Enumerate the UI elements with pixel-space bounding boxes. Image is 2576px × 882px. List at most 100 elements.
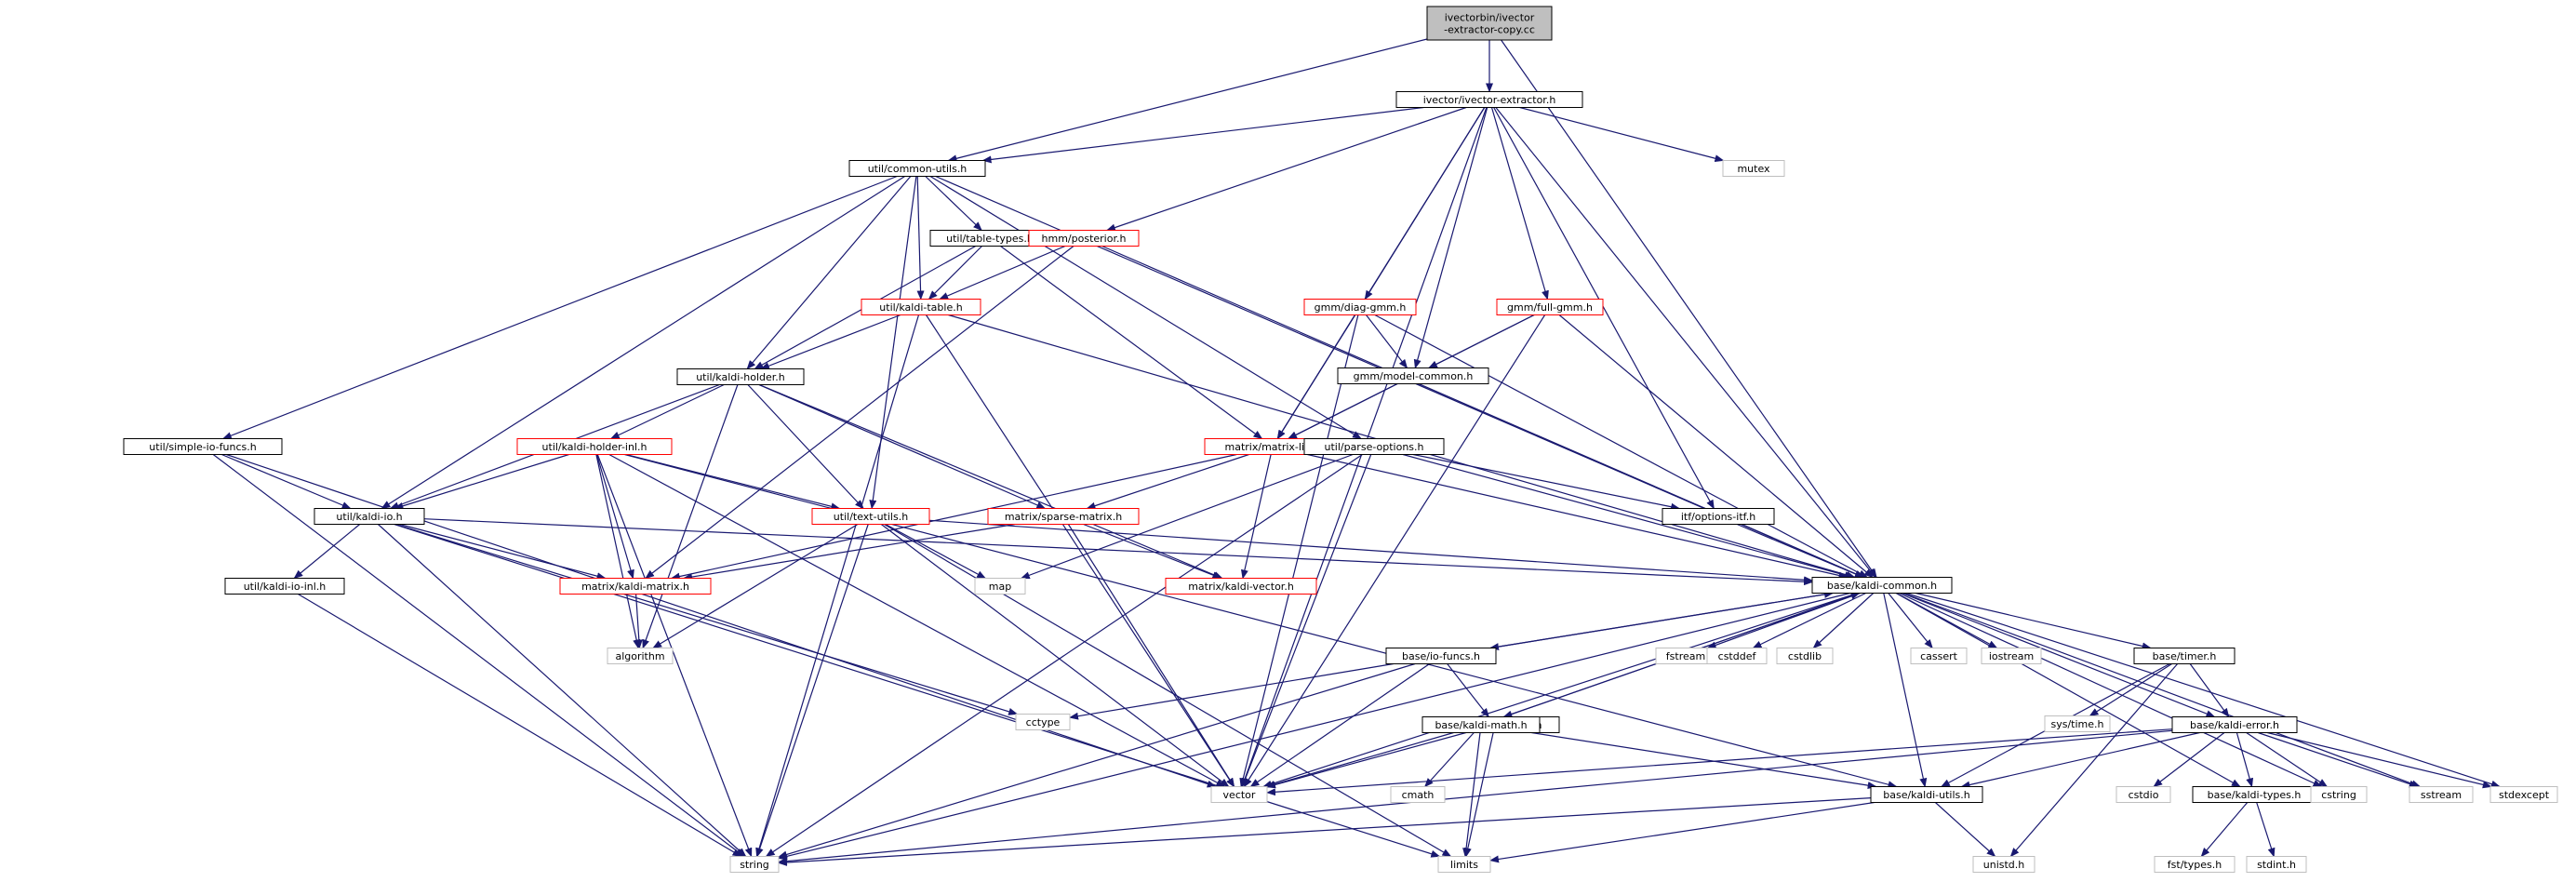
node-box — [1910, 648, 1968, 664]
edge-kaldi_error-to-string — [778, 729, 2173, 865]
node-kaldi-common[interactable]: base/kaldi-common.h — [1811, 577, 1953, 594]
node-box — [1421, 716, 1541, 733]
node-label-line: util/kaldi-table.h — [879, 301, 962, 314]
edge-kaldi_error-to-stdexcept — [2267, 731, 2492, 789]
node-label: gmm/model-common.h — [1354, 370, 1474, 382]
node-box — [2489, 786, 2558, 803]
node-io-funcs[interactable]: base/io-funcs.h — [1385, 648, 1497, 664]
edge-common_utils-to-parse_options — [929, 175, 1362, 440]
node-label: gmm/diag-gmm.h — [1315, 301, 1407, 314]
node-box — [516, 438, 673, 455]
edge-kaldi_common-to-cstring — [1899, 592, 2323, 788]
edge-io_funcs-to-vector — [1249, 663, 1430, 788]
edge-kaldi_common-to-stdexcept — [1905, 592, 2501, 788]
edge-common_utils-to-table_types — [925, 176, 982, 232]
node-box — [2044, 715, 2111, 732]
node-sparse-matrix[interactable]: matrix/sparse-matrix.h — [987, 508, 1140, 525]
node-kaldi-error[interactable]: base/kaldi-error.h — [2171, 716, 2298, 733]
node-cmath: cmath — [1390, 786, 1446, 803]
node-label-line: gmm/full-gmm.h — [1507, 301, 1593, 314]
node-box — [974, 578, 1026, 595]
node-label: matrix/kaldi-vector.h — [1188, 581, 1294, 593]
node-label-line: mutex — [1737, 163, 1770, 175]
node-ivector-extractor[interactable]: ivector/ivector-extractor.h — [1395, 91, 1583, 108]
node-parse-options[interactable]: util/parse-options.h — [1303, 438, 1445, 455]
node-kaldi-table[interactable]: util/kaldi-table.h — [861, 299, 981, 315]
node-label-line: base/kaldi-types.h — [2208, 789, 2302, 801]
node-label-line: map — [989, 581, 1011, 593]
edge-sparse_matrix-to-kaldi_matrix — [683, 523, 1015, 581]
node-stdint: stdint.h — [2246, 856, 2307, 873]
node-timer[interactable]: base/timer.h — [2133, 648, 2236, 664]
node-diag-gmm[interactable]: gmm/diag-gmm.h — [1303, 299, 1417, 315]
node-root[interactable]: ivectorbin/ivector-extractor-copy.cc — [1426, 6, 1553, 41]
edge-table_types-to-kaldi_table — [928, 246, 982, 301]
node-box — [1706, 648, 1768, 664]
node-box — [987, 508, 1140, 525]
node-kaldi-types[interactable]: base/kaldi-types.h — [2192, 786, 2316, 803]
node-box — [559, 578, 712, 595]
node-label-line: matrix/sparse-matrix.h — [1005, 511, 1122, 523]
node-kaldi-vector[interactable]: matrix/kaldi-vector.h — [1165, 578, 1317, 595]
node-kaldi-holder[interactable]: util/kaldi-holder.h — [676, 368, 805, 385]
node-label-line: vector — [1223, 789, 1256, 801]
node-model-common[interactable]: gmm/model-common.h — [1337, 368, 1489, 384]
node-label: vector — [1223, 789, 1256, 801]
edge-kaldi_io-to-io_inl — [293, 524, 361, 580]
node-holder-inl[interactable]: util/kaldi-holder-inl.h — [516, 438, 673, 455]
node-box — [123, 438, 283, 455]
node-label: matrix/sparse-matrix.h — [1005, 511, 1122, 523]
node-label-line: util/kaldi-holder.h — [696, 371, 785, 383]
edge-kaldi_io-to-kaldi_matrix — [399, 523, 607, 581]
edge-diag_gmm-to-matrix_lib — [1276, 314, 1356, 440]
node-box — [224, 578, 345, 595]
edge-common_utils-to-kaldi_holder — [746, 176, 912, 370]
node-full-gmm[interactable]: gmm/full-gmm.h — [1496, 299, 1604, 315]
node-box — [2409, 786, 2474, 803]
edge-kaldi_common-to-timer — [1915, 592, 2152, 650]
edge-kaldi_table-to-string — [755, 314, 920, 858]
node-options-itf[interactable]: itf/options-itf.h — [1662, 508, 1775, 525]
edge-io_funcs_inl-to-limits — [1463, 732, 1494, 858]
node-label-line: matrix/matrix-lib.h — [1225, 441, 1321, 453]
node-simple-io[interactable]: util/simple-io-funcs.h — [123, 438, 283, 455]
node-mutex: mutex — [1722, 160, 1785, 177]
edge-kaldi_holder-to-holder_inl — [609, 383, 725, 440]
edge-io_funcs-to-io_funcs_inl — [1447, 663, 1489, 718]
node-kaldi-io[interactable]: util/kaldi-io.h — [314, 508, 425, 525]
edge-holder_inl-to-vector — [608, 453, 1226, 788]
node-label: stdint.h — [2257, 859, 2296, 871]
edge-diag_gmm-to-model_common — [1366, 314, 1408, 369]
edge-io_funcs-to-kaldi_common — [1489, 590, 1834, 649]
node-label: string — [740, 859, 769, 871]
edge-kaldi_common-to-sstream — [1902, 592, 2422, 788]
node-box — [676, 368, 805, 385]
node-text-utils[interactable]: util/text-utils.h — [811, 508, 930, 525]
edge-io_funcs-to-string — [778, 662, 1416, 859]
node-label: hmm/posterior.h — [1042, 233, 1127, 245]
node-label-line: stdexcept — [2499, 789, 2550, 801]
node-common-utils[interactable]: util/common-utils.h — [848, 160, 986, 177]
node-kaldi-math[interactable]: base/kaldi-math.h — [1421, 716, 1541, 733]
node-box — [1015, 714, 1071, 730]
node-label-line: base/kaldi-utils.h — [1883, 789, 1970, 801]
node-label-line: fstream — [1666, 650, 1705, 662]
node-label-line: base/kaldi-math.h — [1435, 719, 1527, 731]
node-hmm-posterior[interactable]: hmm/posterior.h — [1028, 230, 1140, 247]
node-kaldi-utils[interactable]: base/kaldi-utils.h — [1870, 786, 1983, 803]
edge-kaldi_math-to-limits — [1462, 732, 1481, 858]
node-fstream: fstream — [1655, 648, 1716, 664]
edge-sparse_matrix-to-vector — [1067, 524, 1235, 788]
node-kaldi-matrix[interactable]: matrix/kaldi-matrix.h — [559, 578, 712, 595]
node-label: fst/types.h — [2168, 859, 2222, 871]
node-label: cstring — [2321, 789, 2356, 801]
node-string: string — [729, 856, 780, 873]
node-box — [848, 160, 986, 177]
node-label-line: cstdio — [2129, 789, 2159, 801]
edge-kaldi_error-to-kaldi_types — [2236, 732, 2254, 788]
edge-simple_io-to-string — [212, 454, 745, 858]
edge-ivector_extractor-to-kaldi_common — [1495, 107, 1876, 579]
node-map: map — [974, 578, 1026, 595]
node-io-inl[interactable]: util/kaldi-io-inl.h — [224, 578, 345, 595]
